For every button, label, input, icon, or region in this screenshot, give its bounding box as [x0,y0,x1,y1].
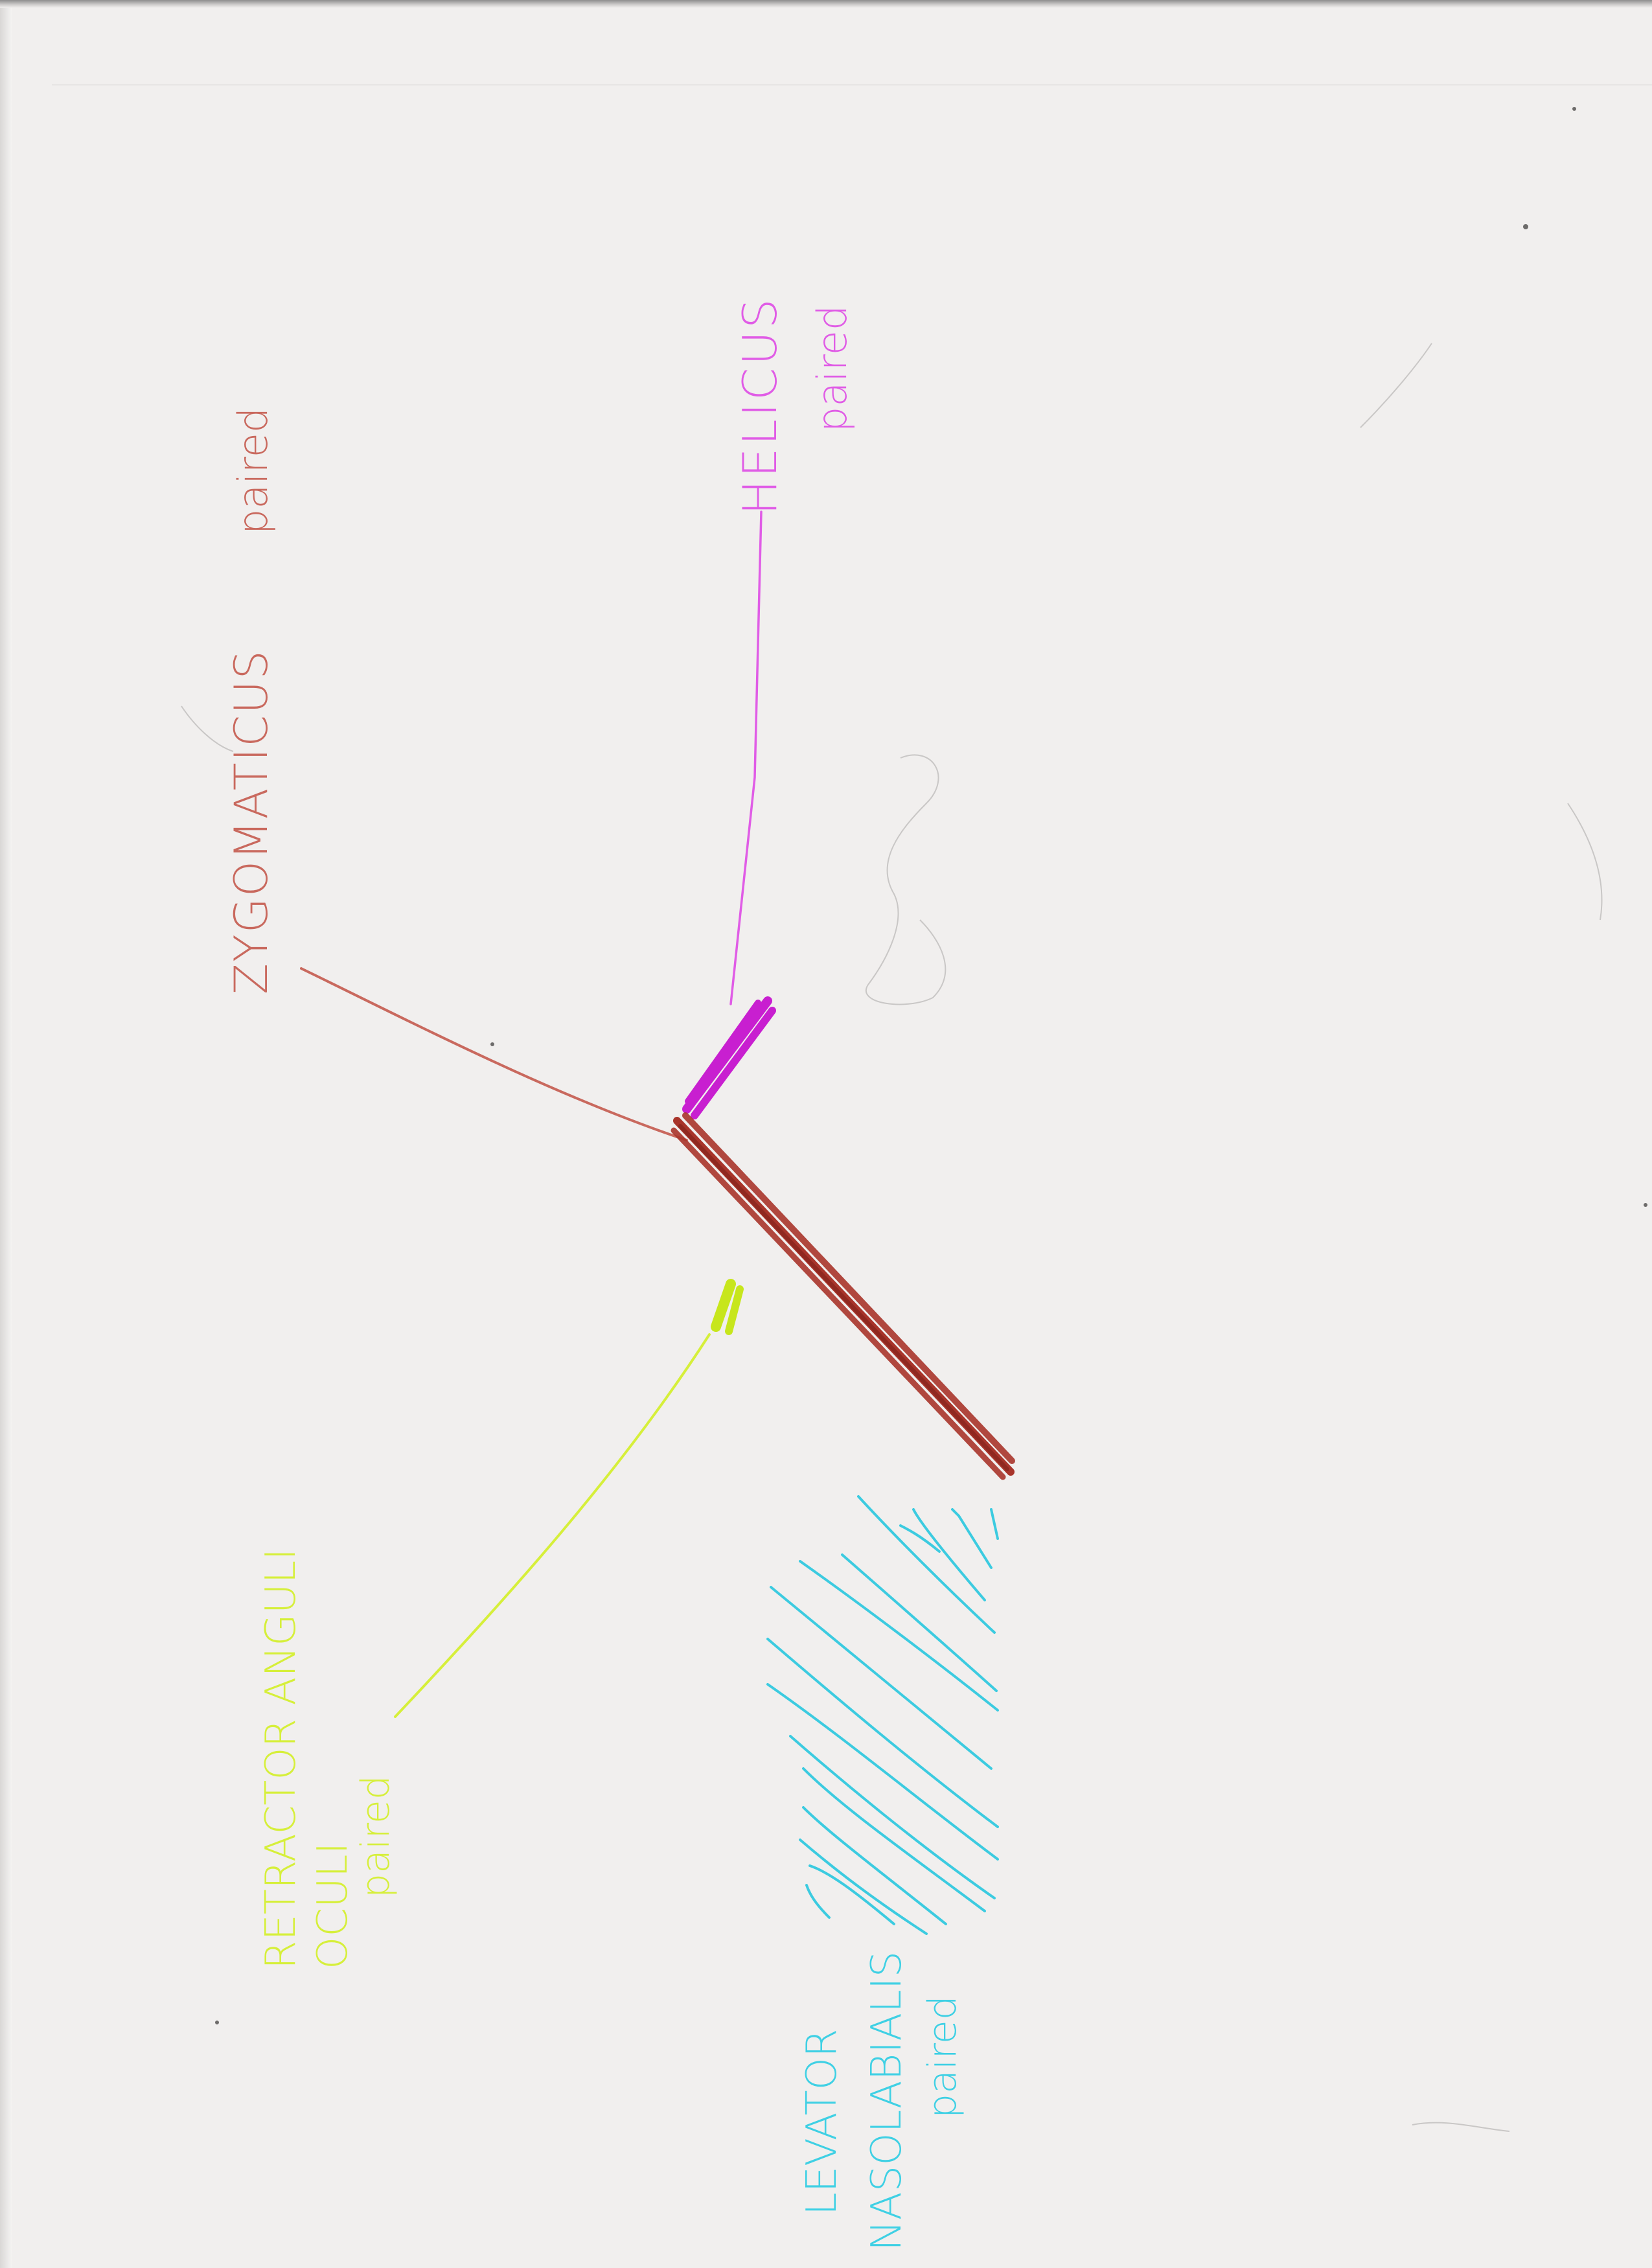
levator-name-line2: NASOLABIALIS [863,1951,911,2251]
paper-top-edge [0,0,1652,8]
speck [1572,107,1576,111]
hatch-line [990,1508,999,1540]
helicus-mark-stroke [685,1000,761,1105]
retractor-leader-line [394,1333,711,1718]
hatch-line [789,1735,996,1899]
main-bar-stroke [678,1124,1009,1471]
zygomaticus-name: ZYGOMATICUS [225,649,278,994]
hair-artifact [1360,343,1432,428]
hair-artifact [866,754,946,1005]
levator-name-line1: LEVATOR [798,2028,846,2216]
paper-fold-line [52,84,1652,86]
helicus-note: paired [809,305,856,432]
hatch-line [770,1586,992,1770]
hair-artifact [181,705,234,752]
hatch-line [899,1524,941,1553]
retractor-mark [711,1279,744,1335]
main-bar-stroke [682,1112,1015,1464]
main-bar [671,1112,1015,1480]
levator-hatching [766,1495,999,1935]
hair-artifact [1412,2122,1510,2132]
helicus-mark-stroke [691,1007,776,1119]
helicus-mark [682,996,776,1119]
retractor-name-line1: RETRACTOR ANGULI [257,1548,305,1969]
hatch-line [857,1495,996,1634]
helicus-leader-line [729,510,763,1005]
hatch-line [766,1638,999,1828]
retractor-name-line2: OCULI [309,1842,357,1969]
hatch-line [802,1767,986,1912]
hatch-line [809,1864,895,1925]
speck [1644,1203,1647,1207]
speck [1523,224,1528,229]
zygomaticus-note: paired [229,407,277,534]
hatch-line [805,1884,831,1919]
retractor-mark-stroke [711,1279,736,1332]
hatch-line [951,1508,992,1569]
hatch-line [841,1553,998,1692]
helicus-mark-stroke [682,996,772,1114]
hatch-line [802,1806,947,1925]
speck [215,2021,219,2024]
zygomaticus-label: ZYGOMATICUS paired [225,407,278,994]
hatch-line [799,1838,928,1935]
retractor-mark-stroke [725,1285,744,1335]
retractor-label: RETRACTOR ANGULI OCULI paired [257,1548,398,1969]
paper-left-edge [0,0,12,2268]
hatch-line [766,1683,999,1861]
retractor-note: paired [353,1775,398,1898]
hatch-line [912,1508,986,1601]
speck [490,1042,494,1046]
main-bar-stroke [671,1127,1006,1480]
levator-label: LEVATOR NASOLABIALIS paired [798,1951,965,2251]
helicus-label: HELICUS paired [733,296,856,515]
zygomaticus-leader-line [300,967,688,1141]
scan-artifacts [181,343,1603,2132]
scan-specks [215,107,1647,2024]
levator-note: paired [920,1995,965,2118]
hair-artifact [1567,803,1603,921]
hatch-line [799,1560,999,1712]
helicus-name: HELICUS [733,296,787,515]
